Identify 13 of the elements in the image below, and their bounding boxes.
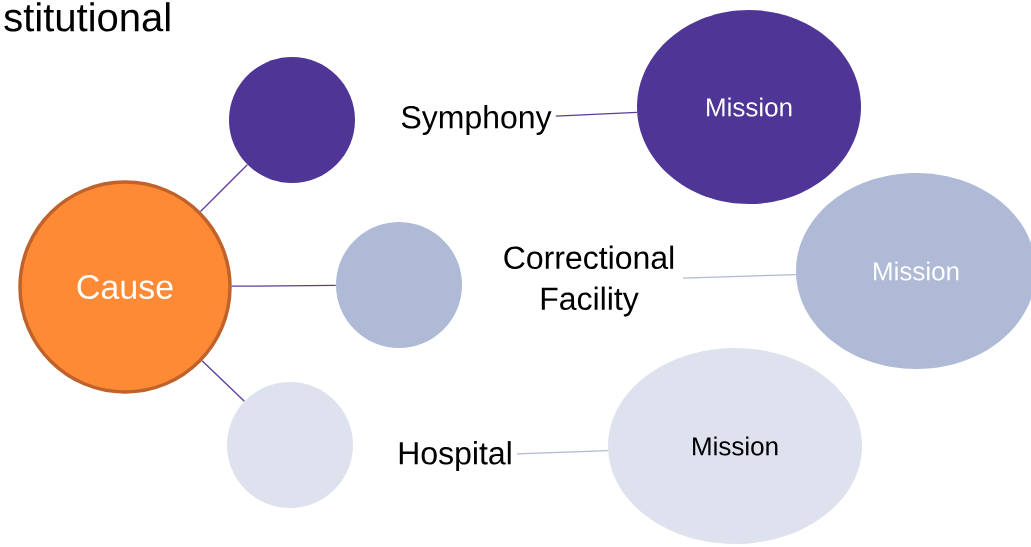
circle <box>227 382 353 508</box>
connector-line <box>516 449 609 455</box>
connector-line <box>231 284 337 287</box>
label-text: Symphony <box>401 105 552 135</box>
label-text: Hospital <box>399 441 511 471</box>
circle <box>229 57 355 183</box>
circle <box>336 222 462 348</box>
connector-line <box>201 360 245 402</box>
label-text: Correctional Facility <box>504 245 674 317</box>
connector-line <box>682 274 797 279</box>
title: stitutional <box>4 2 170 32</box>
connector-line <box>555 111 638 117</box>
connector-line <box>199 164 248 213</box>
